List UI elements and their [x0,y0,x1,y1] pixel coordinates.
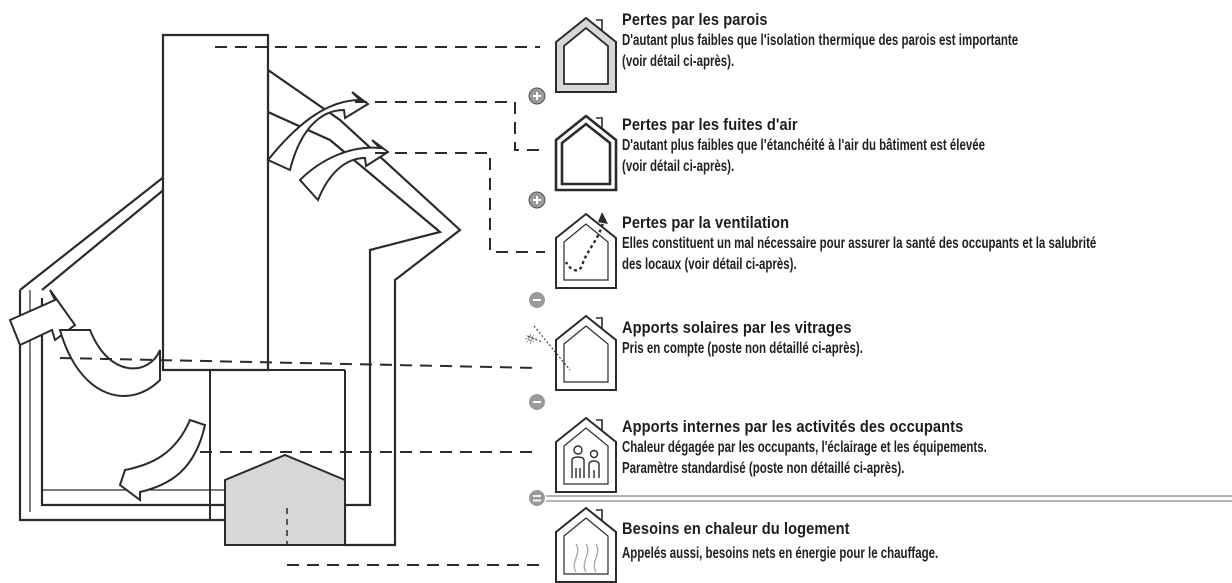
house-walls-icon [555,16,617,93]
heating-unit [224,453,346,546]
item-title: Besoins en chaleur du logement [622,519,850,538]
item-title: Apports internes par les activités des o… [622,417,964,436]
operator-minus [529,394,545,410]
house-ventilation-icon [555,212,617,289]
u-airflow [58,329,161,397]
operator-plus [528,87,546,105]
air-flow-arrows [266,91,390,202]
item-description: Appelés aussi, besoins nets en énergie p… [622,545,939,562]
house-sun-icon: ☼ [524,314,617,391]
operators [528,87,546,506]
item-description: Pris en compte (poste non détaillé ci-ap… [622,340,863,357]
house-airtight-icon [554,114,618,192]
equals-rule [546,495,1232,502]
item-note: des locaux (voir détail ci-après). [622,256,797,273]
item-wall-losses: Pertes par les parois D'autant plus faib… [622,10,1157,72]
leader-lines [59,46,545,566]
item-description: D'autant plus faibles que l'étanchéité à… [622,137,986,154]
item-note: (voir détail ci-après). [622,158,735,175]
house-occupants-icon [555,416,617,493]
item-solar-gains: Apports solaires par les vitrages Pris e… [622,318,948,359]
operator-minus [529,292,545,308]
item-description: Elles constituent un mal nécessaire pour… [622,235,1097,252]
item-title: Pertes par les fuites d'air [622,115,798,134]
heat-arrow [118,418,207,502]
item-title: Apports solaires par les vitrages [622,318,852,337]
chimney [161,33,270,372]
item-title: Pertes par la ventilation [622,213,790,232]
item-note: Paramètre standardisé (poste non détaill… [622,460,905,477]
svg-text:☼: ☼ [524,332,537,348]
item-description: D'autant plus faibles que l'isolation th… [622,32,1019,49]
item-internal-gains: Apports internes par les activités des o… [622,417,1115,479]
operator-plus [528,191,546,209]
item-ventilation-losses: Pertes par la ventilation Elles constitu… [622,213,1232,275]
operator-equals [529,490,545,506]
house-heat-icon [555,506,617,583]
item-note: (voir détail ci-après). [622,53,735,70]
item-description: Chaleur dégagée par les occupants, l'écl… [622,439,987,456]
item-heat-needs: Besoins en chaleur du logement Appelés a… [622,519,1049,564]
item-air-leak-losses: Pertes par les fuites d'air D'autant plu… [622,115,1113,177]
item-title: Pertes par les parois [622,10,768,29]
